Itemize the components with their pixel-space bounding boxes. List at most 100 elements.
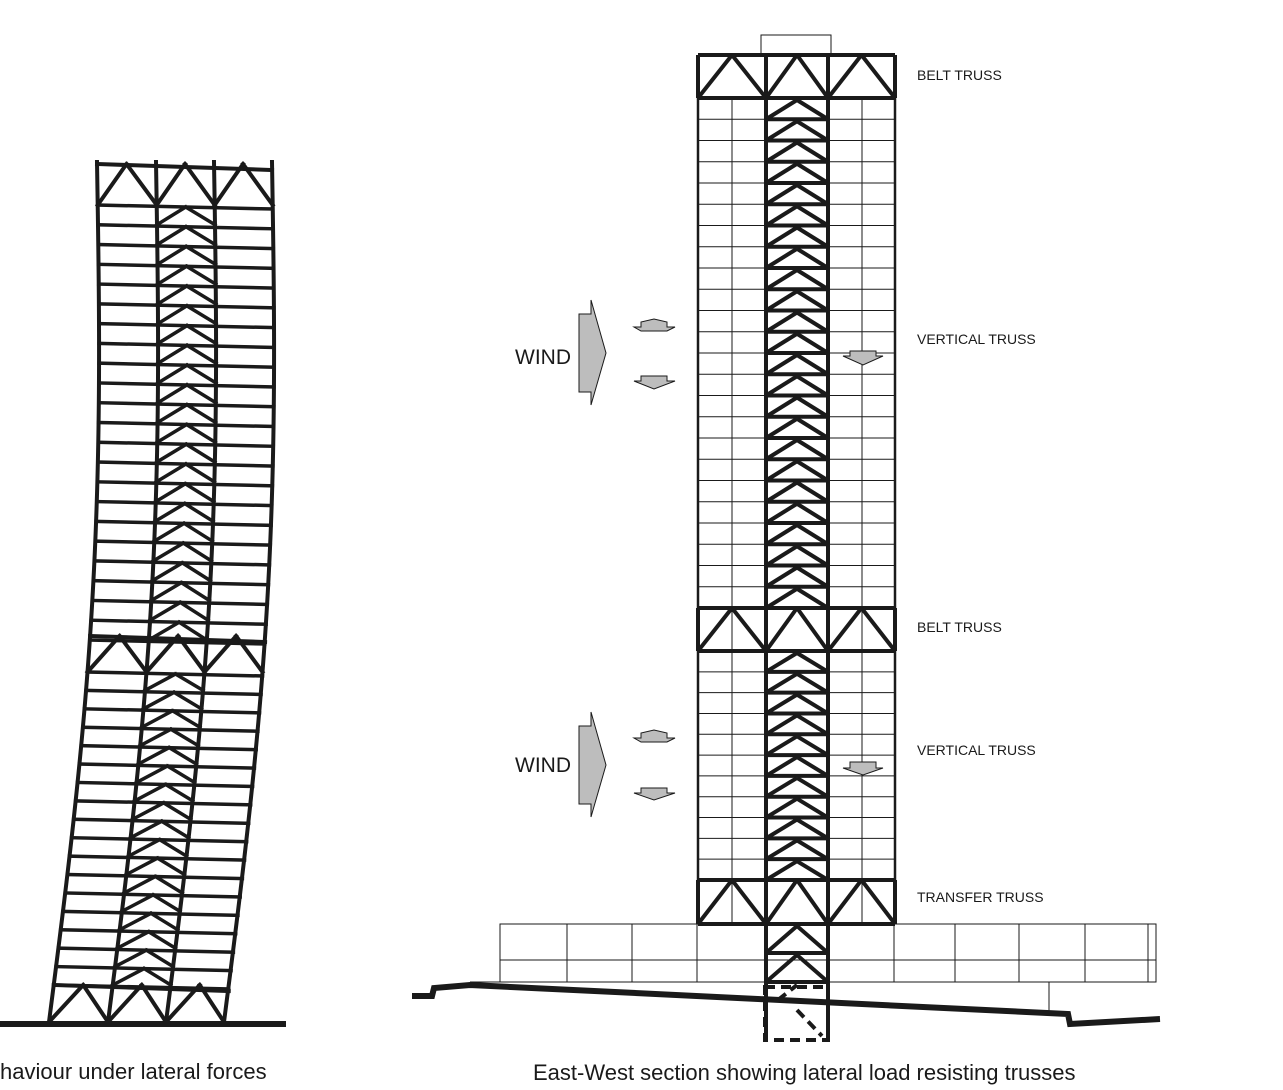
belt-diagonal: [826, 53, 864, 100]
core-brace: [795, 953, 830, 984]
deformed-column: [221, 159, 277, 1025]
core-brace: [764, 776, 799, 799]
core-brace: [795, 502, 830, 525]
deformed-core-brace: [168, 726, 201, 749]
core-brace: [795, 692, 830, 716]
deformed-core-brace: [121, 874, 158, 896]
core-brace: [795, 587, 830, 610]
deformed-core-brace: [128, 818, 165, 841]
deformed-core-brace: [151, 540, 186, 564]
wind-arrow-lower: [578, 711, 607, 818]
deformed-belt-diagonal: [211, 161, 246, 208]
core-brace: [795, 417, 830, 440]
deformed-core-brace: [147, 600, 183, 623]
deformed-core-brace: [184, 343, 219, 366]
label-belt-truss-mid: BELT TRUSS: [917, 619, 1002, 635]
caption-left: haviour under lateral forces: [0, 1059, 267, 1084]
core-brace: [764, 459, 799, 483]
deformed-core-brace: [137, 726, 174, 749]
core-brace: [764, 183, 799, 206]
belt-diagonal: [764, 606, 799, 653]
core-brace: [795, 755, 830, 778]
deformed-core-brace: [155, 343, 190, 366]
deformed-core-brace: [150, 892, 183, 914]
deformed-core-brace: [155, 362, 190, 386]
deformed-core-brace: [157, 837, 189, 859]
core-brace: [764, 140, 799, 164]
core-brace: [764, 502, 799, 525]
label-belt-truss-top: BELT TRUSS: [917, 67, 1002, 83]
deformed-core-brace: [148, 580, 184, 603]
deformed-core-brace: [176, 619, 210, 643]
deformed-floor: [88, 638, 267, 646]
deformed-core-brace: [171, 690, 204, 712]
core-brace: [795, 459, 830, 483]
wind-arrow-upper: [578, 299, 607, 406]
core-brace: [764, 417, 799, 440]
core-brace: [764, 480, 799, 504]
force-arrows: [632, 318, 884, 801]
deformed-core-brace: [184, 263, 219, 287]
core-brace: [764, 713, 799, 736]
core-brace: [795, 119, 830, 143]
core-brace: [764, 953, 799, 984]
core-brace: [795, 98, 830, 121]
core-brace: [764, 395, 799, 419]
core-brace: [795, 838, 830, 861]
deformed-core-brace: [155, 402, 190, 425]
core-brace: [764, 268, 799, 291]
core-brace: [764, 162, 799, 185]
belt-diagonal: [859, 878, 897, 926]
deformed-core-brace: [179, 560, 213, 584]
deformed-belt-diagonal: [80, 982, 111, 1025]
belt-diagonal: [859, 606, 897, 653]
core-brace: [795, 247, 830, 270]
deformed-core-brace: [143, 947, 176, 969]
core-brace: [764, 353, 799, 376]
belt-diagonal: [696, 606, 734, 653]
deformed-core-brace: [184, 303, 219, 327]
deformed-belt-diagonal: [240, 161, 276, 208]
core-brace: [795, 544, 830, 568]
core-brace: [764, 924, 799, 955]
deformed-core-brace: [184, 362, 219, 386]
deformed-core-brace: [182, 481, 217, 505]
deformed-core-brace: [126, 837, 162, 859]
deformed-core-brace: [166, 745, 199, 767]
core-brace: [764, 544, 799, 568]
deformed-belt-diagonal: [116, 633, 150, 675]
deformed-core-brace: [155, 382, 190, 406]
deformed-core-brace: [148, 910, 181, 933]
deformed-core-brace: [183, 244, 218, 267]
deformed-belt-diagonal: [153, 161, 188, 208]
core-brace: [795, 268, 830, 291]
deformed-core-brace: [173, 671, 206, 693]
belt-diagonal: [795, 606, 830, 653]
core-brace: [764, 565, 799, 589]
belt-diagonal: [730, 53, 768, 100]
core-brace: [795, 204, 830, 228]
deformed-core-brace: [153, 461, 189, 485]
deformed-core-brace: [170, 708, 203, 730]
deformed-core-brace: [163, 782, 196, 804]
core-brace: [764, 651, 799, 674]
belt-diagonal: [859, 53, 897, 100]
core-brace: [764, 734, 799, 757]
deformed-core-brace: [184, 422, 218, 445]
belt-diagonal: [826, 878, 864, 926]
tower-core-truss: [764, 98, 830, 1040]
deformed-core-brace: [154, 224, 189, 247]
deformed-belt-diagonal: [105, 982, 145, 1025]
core-brace: [764, 692, 799, 716]
core-brace: [764, 204, 799, 228]
belt-diagonal: [826, 606, 864, 653]
caption-right: East-West section showing lateral load r…: [533, 1060, 1076, 1085]
deformed-belt-diagonal: [84, 633, 123, 675]
core-brace: [764, 438, 799, 461]
label-vertical-truss-lower: VERTICAL TRUSS: [917, 742, 1036, 758]
belt-diagonal: [795, 878, 830, 926]
deformed-core-brace: [155, 303, 190, 327]
label-transfer-truss: TRANSFER TRUSS: [917, 889, 1044, 905]
deformed-core-brace: [184, 283, 219, 307]
deformed-core-brace: [132, 782, 168, 804]
